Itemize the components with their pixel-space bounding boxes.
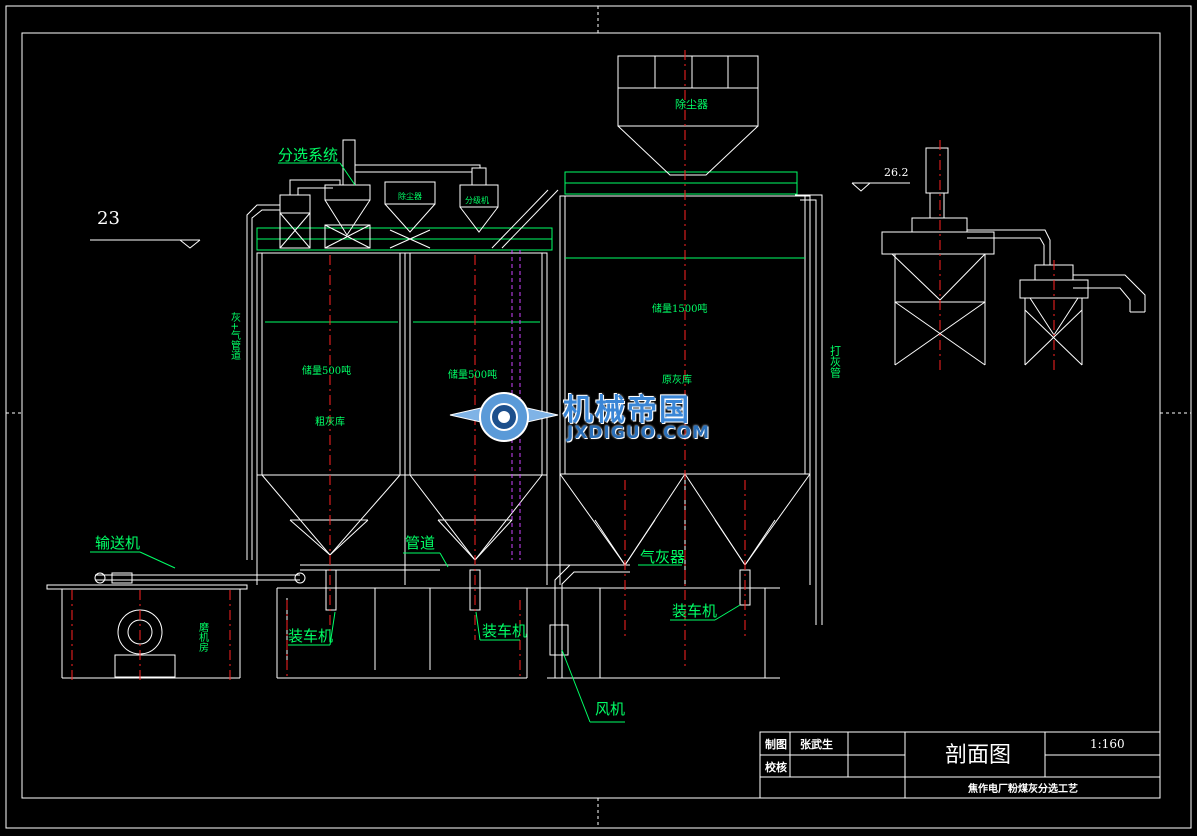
tb-scale: 1:160 (1090, 737, 1125, 751)
tb-drawn-name: 张武生 (800, 737, 833, 751)
watermark-url: JXDIGUO.COM (567, 423, 711, 443)
label-separation-system: 分选系统 (278, 146, 338, 164)
separation-system (246, 139, 559, 560)
watermark-brand: 机械帝国 (563, 393, 691, 428)
title-block (759, 731, 1161, 799)
label-raw-silo-store: 储量1500吨 (652, 302, 707, 315)
label-fan: 风机 (595, 700, 625, 718)
elevation-right-text: 26.2 (884, 166, 909, 179)
sheet-inner-border (21, 32, 1161, 799)
tb-check-label: 校核 (765, 760, 787, 774)
label-small-dust: 除尘器 (398, 191, 422, 201)
tb-drawn-label: 制图 (765, 737, 787, 751)
label-coarse-silo-store-2: 储量500吨 (448, 368, 497, 381)
label-raw-ash-silo: 原灰库 (662, 373, 692, 386)
label-coarse-silo-store-1: 储量500吨 (302, 364, 351, 377)
leader-lines (90, 162, 741, 723)
label-dust-collector: 除尘器 (675, 97, 708, 111)
label-coarse-ash-silo: 粗灰库 (315, 415, 345, 428)
label-loader-3: 装车机 (672, 602, 717, 620)
coarse-ash-silos (256, 227, 553, 585)
loading-bays (276, 194, 823, 679)
label-pipeline: 管道 (405, 534, 435, 552)
label-loader-2: 装车机 (482, 622, 527, 640)
tb-subtitle: 焦作电厂粉煤灰分选工艺 (967, 782, 1078, 795)
label-pump-pipe: 打灰管 (829, 344, 842, 379)
elevation-mark-right (851, 182, 910, 192)
elevation-mark-left (90, 239, 201, 249)
elevation-left-text: 23 (97, 208, 120, 229)
tb-title: 剖面图 (945, 743, 1011, 768)
label-conveyor: 输送机 (95, 534, 140, 552)
watermark-logo: 机械帝国 JXDIGUO.COM (445, 385, 750, 449)
label-ash-air-pipe: 灰+气管道 (229, 311, 241, 361)
label-mill-room: 磨机房 (197, 622, 209, 653)
right-separator-system (881, 147, 1146, 366)
label-loader-1: 装车机 (288, 627, 333, 645)
label-small-sep: 分级机 (465, 195, 489, 205)
label-gasifier: 气灰器 (640, 548, 685, 566)
conveyor-and-mill (46, 572, 306, 679)
gear-wings-icon (449, 392, 559, 442)
